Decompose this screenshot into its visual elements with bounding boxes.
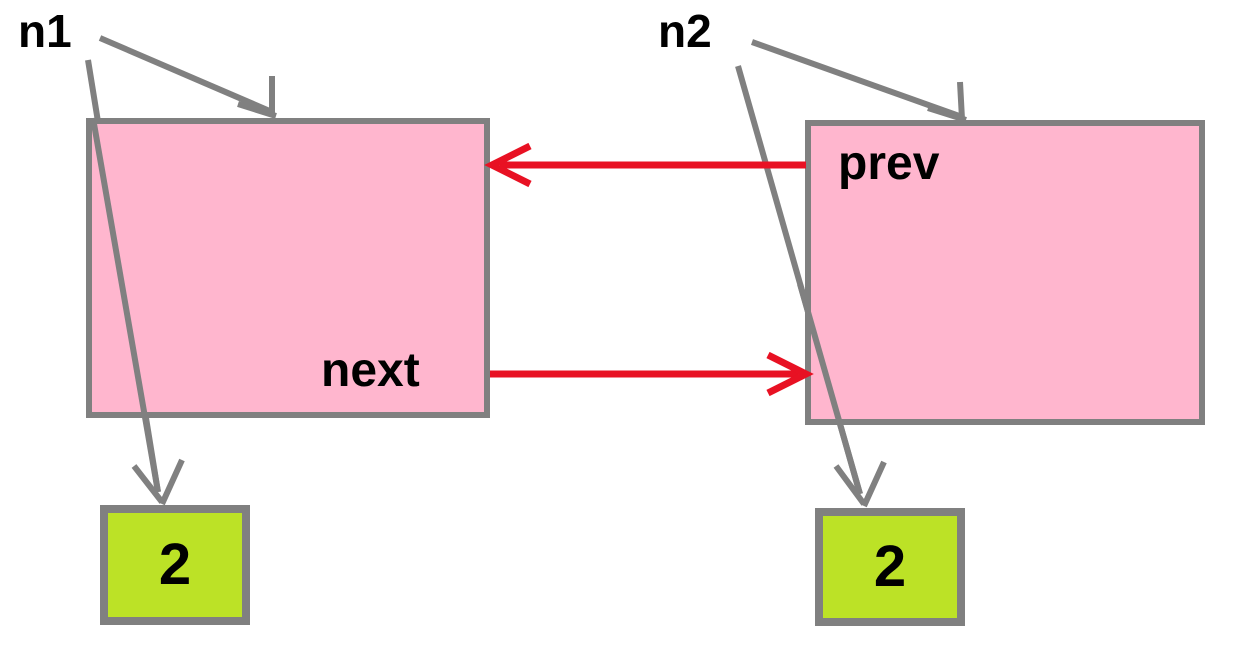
n2-to-node-arrow [750, 39, 967, 123]
variable-label-n1: n1 [18, 5, 72, 57]
value-n1[interactable]: 2 [100, 505, 250, 625]
n1-to-node-arrow [98, 35, 277, 119]
field-label-prev: prev [838, 137, 940, 190]
node-n1[interactable] [86, 118, 490, 418]
value-n1-text: 2 [158, 532, 192, 597]
n2-to-node-arrow-head [927, 81, 967, 123]
field-label-next: next [321, 344, 420, 397]
n1-to-node-arrow-line [98, 35, 274, 115]
node-n2[interactable] [805, 120, 1205, 425]
n2-to-node-arrow-line [750, 39, 964, 120]
value-n2[interactable]: 2 [815, 508, 965, 626]
value-n2-text: 2 [873, 534, 907, 599]
n1-to-node-arrow-head [237, 76, 277, 119]
variable-label-n2: n2 [658, 5, 712, 57]
